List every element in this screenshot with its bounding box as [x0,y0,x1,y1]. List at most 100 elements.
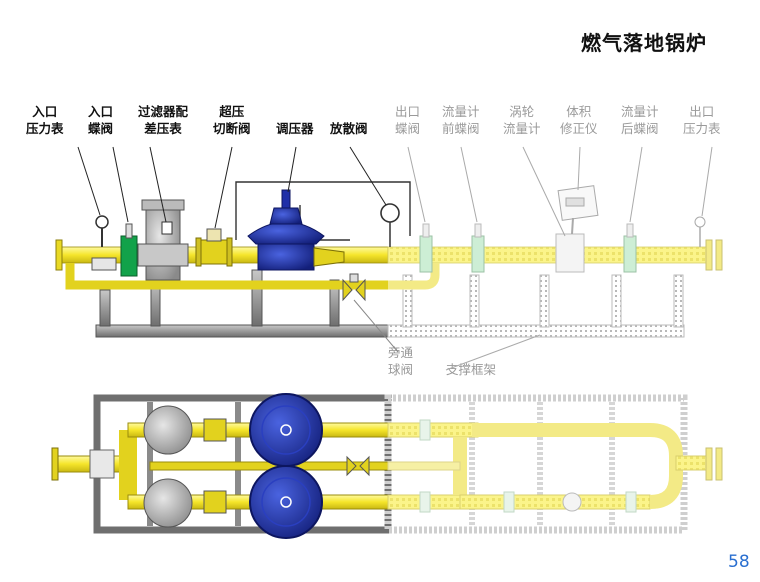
filter-connection [137,243,189,267]
leader-line [629,146,643,223]
leader-line [349,146,387,206]
regulator-diaphragm [247,221,325,245]
flange [195,237,202,267]
regulator-cap [281,189,291,209]
upper-run-pipe-faded [387,422,479,438]
page-number: 58 [728,552,750,572]
regulator-ring [261,405,311,455]
inlet-fitting [89,449,115,479]
label-line: 入口 [88,104,114,119]
bypass-pipe-faded [388,263,440,290]
corrector-display [565,197,585,207]
inlet-fitting [91,257,117,271]
upper-filter-icon [143,405,193,455]
inlet-pressure-gauge-icon [95,215,109,229]
label-inlet-butterfly-valve: 入口 蝶阀 [88,103,113,137]
inlet-butterfly-valve-icon [120,235,138,277]
leader-line [214,146,233,229]
valve-faded [419,419,431,441]
support-leg [251,269,263,327]
regulator-spring-housing [269,207,303,225]
bypass-pipe [65,263,388,290]
label-pre-meter-valve: 流量计 前蝶阀 [442,103,480,137]
label-line: 出口 [689,104,715,119]
label-line: 流量计 [621,104,659,119]
support-leg [329,279,340,327]
label-inlet-pressure-gauge: 入口 压力表 [26,103,64,137]
support-leg-faded [673,274,684,328]
label-overpressure-shutoff: 超压 切断阀 [213,103,251,137]
outlet-flange [705,239,713,271]
turbine-meter-icon [555,233,585,273]
label-line: 蝶阀 [395,121,421,136]
upper-shutoff-valve-icon [203,418,227,442]
label-volume-corrector: 体积 修正仪 [560,103,598,137]
pre-meter-valve-icon [471,235,485,273]
bypass-valve-icon [346,455,357,477]
filter-body [145,205,181,281]
bypass-valve-icon [355,278,366,302]
valve-stem [626,223,634,238]
meter-run-pipe-faded [459,494,651,510]
label-line: 放散阀 [330,121,368,136]
label-filter-diff-gauge: 过滤器配 差压表 [138,103,188,137]
support-leg-faded [469,274,480,328]
regulator-center [280,496,292,508]
corrector-link [571,217,574,235]
leader-line [353,299,399,353]
diff-pressure-gauge-icon [161,221,173,235]
lower-filter-icon [143,478,193,528]
regulator-center [280,424,292,436]
outlet-flange [715,447,723,481]
leader-line [77,146,101,216]
upper-regulator-icon [249,393,323,467]
top-view [51,393,723,539]
support-leg-faded [402,274,413,328]
label-relief-valve: 放散阀 [330,120,368,137]
label-regulator: 调压器 [276,120,314,137]
bypass-valve-icon [342,278,353,302]
leader-line [522,146,566,237]
outlet-butterfly-valve-icon [419,235,433,273]
regulator-body [257,243,315,271]
leader-line [407,146,426,223]
flange [226,237,233,267]
shutoff-valve-body [199,239,229,265]
base-frame [95,324,389,338]
leader-line [460,146,478,223]
label-line: 球阀 [388,362,414,377]
label-post-meter-valve: 流量计 后蝶阀 [621,103,659,137]
valve-stem [474,223,482,238]
regulator-outlet-taper [313,247,345,267]
leader-line [287,146,297,193]
label-line: 修正仪 [560,121,598,136]
label-line: 前蝶阀 [442,121,480,136]
label-turbine-meter: 涡轮 流量计 [503,103,541,137]
regulator-ring [261,477,311,527]
side-view [55,146,723,371]
label-line: 流量计 [442,104,480,119]
label-outlet-pressure-gauge: 出口 压力表 [683,103,721,137]
label-line: 入口 [32,104,58,119]
valve-faded [419,491,431,513]
label-line: 压力表 [683,121,721,136]
leader-line [701,146,713,217]
label-line: 体积 [566,104,592,119]
inlet-flange [51,447,59,481]
bypass-valve-icon [359,455,370,477]
lower-shutoff-valve-icon [203,490,227,514]
label-line: 过滤器配 [138,104,189,119]
outlet-pipe-faded [675,455,711,471]
leader-line [149,146,167,223]
sensing-line [235,181,411,240]
label-line: 超压 [219,104,245,119]
inlet-flange [55,239,63,271]
label-line: 蝶阀 [88,121,114,136]
shutoff-valve-actuator [206,228,222,242]
valve-handle [349,273,359,283]
label-line: 差压表 [144,121,182,136]
post-meter-valve-icon [623,235,637,273]
outlet-pressure-gauge-icon [694,216,706,228]
bypass-pipe-faded [387,461,461,471]
support-leg-faded [539,274,550,328]
